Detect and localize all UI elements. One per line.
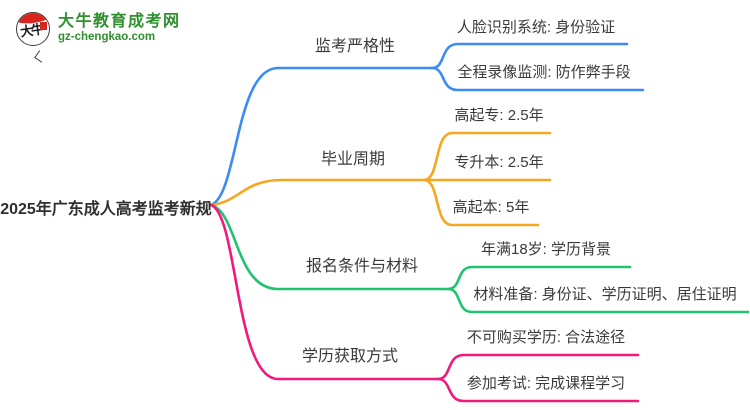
logo-bull-icon: 大牛 — [16, 12, 50, 46]
root-node-label: 2025年广东成人高考监考新规 — [0, 201, 212, 218]
branch-1-label: 监考严格性 — [314, 38, 395, 55]
branch-4-label: 学历获取方式 — [301, 348, 398, 365]
branch-1-line — [209, 66, 434, 207]
logo-text-block: 大牛教育成考网 gz-chengkao.com — [58, 13, 181, 45]
branch-1-leaf-2-label: 全程录像监测: 防作弊手段 — [457, 64, 631, 81]
branch-2-leaf-1-label: 高起专: 2.5年 — [454, 107, 544, 124]
branch-1-leaf-1-label: 人脸识别系统: 身份验证 — [456, 19, 616, 36]
branch-1-leaf-2-line — [430, 66, 645, 92]
branch-4-leaf-1-label: 不可购买学历: 合法途径 — [466, 329, 626, 346]
branch-1-leaf-1-line — [430, 42, 629, 70]
branch-4-leaf-1-line — [436, 353, 640, 381]
logo-title: 大牛教育成考网 — [58, 12, 181, 30]
logo-url: gz-chengkao.com — [58, 31, 156, 44]
branch-3-line — [209, 203, 450, 291]
branch-2-leaf-3-line — [422, 178, 540, 227]
logo-seal-icon — [40, 22, 47, 30]
site-logo: 大牛 大牛教育成考网 gz-chengkao.com — [16, 12, 181, 63]
branch-4-line — [209, 203, 440, 381]
branch-2-label: 毕业周期 — [320, 151, 385, 168]
branch-3-leaf-1-line — [446, 265, 632, 291]
branch-3-leaf-2-label: 材料准备: 身份证、学历证明、居住证明 — [473, 286, 737, 303]
branch-3-leaf-2-line — [446, 287, 750, 314]
branch-4-leaf-2-line — [436, 377, 640, 403]
branch-3-label: 报名条件与材料 — [305, 258, 418, 275]
branch-3-leaf-1-label: 年满18岁: 学历背景 — [480, 241, 612, 258]
branch-2-leaf-1-line — [422, 131, 552, 182]
branch-4-leaf-2-label: 参加考试: 完成课程学习 — [466, 375, 626, 392]
branch-2-leaf-3-label: 高起本: 5年 — [452, 199, 530, 216]
branch-2-leaf-2-label: 专升本: 2.5年 — [454, 154, 544, 171]
branch-2-line — [209, 178, 426, 207]
